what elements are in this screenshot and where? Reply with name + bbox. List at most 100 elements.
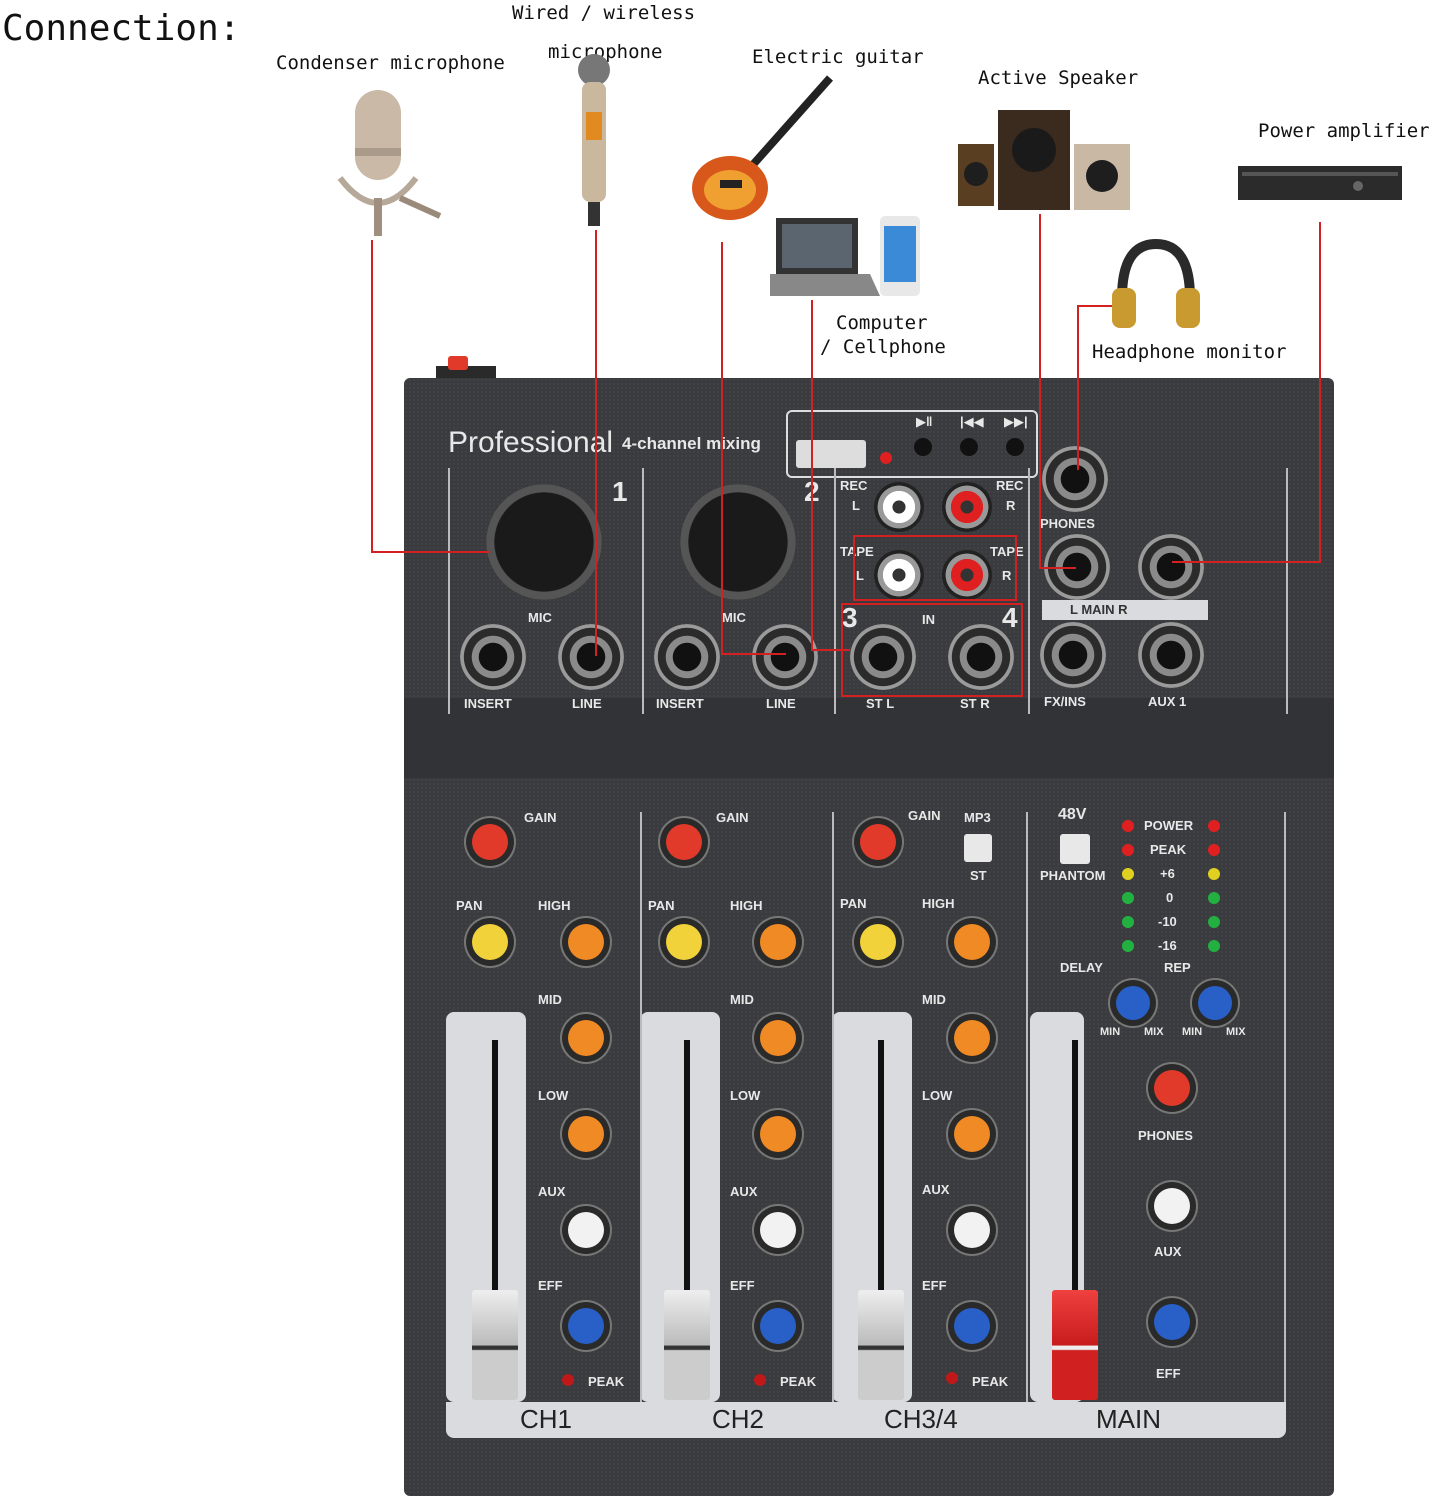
ch1-gain-knob[interactable] — [472, 824, 508, 860]
delay-knob[interactable] — [1116, 986, 1150, 1020]
fx-ins-jack[interactable] — [1040, 622, 1106, 688]
ch1-label: CH1 — [520, 1404, 573, 1434]
ch34-mid-knob[interactable] — [954, 1020, 990, 1056]
st-r-jack[interactable] — [948, 624, 1014, 690]
label-wireless-mic-2: microphone — [548, 41, 663, 63]
tape-l-label: TAPE — [840, 544, 874, 559]
ch2-line-jack[interactable] — [752, 624, 818, 690]
ch1-low-knob[interactable] — [568, 1116, 604, 1152]
laptop-phone-icon — [770, 216, 920, 296]
ch1-insert-jack[interactable] — [460, 624, 526, 690]
ch2-mid-label: MID — [730, 992, 754, 1007]
ch2-fader-track — [684, 1040, 690, 1360]
power-led-l — [1122, 820, 1134, 832]
ch34-aux-knob[interactable] — [954, 1212, 990, 1248]
meter-16-led-r — [1208, 940, 1220, 952]
peak-led-l — [1122, 844, 1134, 856]
aux1-label: AUX 1 — [1148, 694, 1187, 709]
ch1-fader[interactable] — [472, 1290, 518, 1400]
aux-master-knob[interactable] — [1154, 1188, 1190, 1224]
ch34-gain-knob[interactable] — [860, 824, 896, 860]
power-button[interactable] — [448, 356, 468, 370]
brand-label: Professional — [448, 426, 614, 459]
ch2-pan-label: PAN — [648, 898, 675, 913]
ch1-eff-knob[interactable] — [568, 1308, 604, 1344]
phones-jack[interactable] — [1042, 446, 1108, 512]
eff-master-knob[interactable] — [1154, 1304, 1190, 1340]
ch2-insert-label: INSERT — [656, 696, 704, 711]
ch2-fader[interactable] — [664, 1290, 710, 1400]
rec-l-rca[interactable] — [874, 482, 924, 532]
label-computer-2: / Cellphone — [820, 336, 946, 358]
rec-r-rca[interactable] — [942, 482, 992, 532]
rec-l-side: L — [852, 498, 860, 513]
ch1-aux-label: AUX — [538, 1184, 566, 1199]
ch2-mid-knob[interactable] — [760, 1020, 796, 1056]
label-amplifier: Power amplifier — [1258, 120, 1430, 142]
ch2-gain-knob[interactable] — [666, 824, 702, 860]
ch34-high-label: HIGH — [922, 896, 955, 911]
rec-r-side: R — [1006, 498, 1016, 513]
mp3-st-button[interactable] — [964, 834, 992, 862]
ch1-peak-led — [562, 1374, 574, 1386]
ch-number-2: 2 — [804, 476, 820, 507]
usb-port[interactable] — [796, 440, 866, 468]
main-r-jack[interactable] — [1138, 534, 1204, 600]
ch2-pan-knob[interactable] — [666, 924, 702, 960]
ch34-low-label: LOW — [922, 1088, 953, 1103]
ch1-mic-label: MIC — [528, 610, 552, 625]
ch34-low-knob[interactable] — [954, 1116, 990, 1152]
phones-level-label: PHONES — [1138, 1128, 1193, 1143]
ch2-high-knob[interactable] — [760, 924, 796, 960]
tape-l-rca[interactable] — [874, 550, 924, 600]
aux-master-label: AUX — [1154, 1244, 1182, 1259]
mp3-label: MP3 — [964, 810, 991, 825]
brand-subtitle: 4-channel mixing — [622, 434, 761, 453]
ch1-line-jack[interactable] — [558, 624, 624, 690]
ch2-aux-knob[interactable] — [760, 1212, 796, 1248]
meter-peak-label: PEAK — [1150, 842, 1187, 857]
aux1-jack[interactable] — [1138, 622, 1204, 688]
ch34-pan-knob[interactable] — [860, 924, 896, 960]
active-speaker-icon — [958, 110, 1130, 210]
mixer-panel: Professional 4-channel mixing ▶‖ |◀◀ ▶▶|… — [404, 356, 1334, 1496]
meter-6-label: +6 — [1160, 866, 1175, 881]
ch1-xlr-input[interactable] — [486, 484, 602, 600]
meter-0-led-r — [1208, 892, 1220, 904]
prev-button[interactable] — [960, 438, 978, 456]
tape-l-side: L — [856, 568, 864, 583]
electric-guitar-icon — [692, 75, 833, 220]
ch34-high-knob[interactable] — [954, 924, 990, 960]
ch-number-1: 1 — [612, 476, 628, 507]
main-lr-label: L MAIN R — [1070, 602, 1128, 617]
rep-knob[interactable] — [1198, 986, 1232, 1020]
ch34-fader[interactable] — [858, 1290, 904, 1400]
tape-r-side: R — [1002, 568, 1012, 583]
ch1-pan-knob[interactable] — [472, 924, 508, 960]
tape-r-rca[interactable] — [942, 550, 992, 600]
main-label: MAIN — [1096, 1404, 1161, 1434]
meter-10-led-l — [1122, 916, 1134, 928]
ch2-line-label: LINE — [766, 696, 796, 711]
ch1-mid-knob[interactable] — [568, 1020, 604, 1056]
phantom-power-button[interactable] — [1060, 834, 1090, 864]
next-button[interactable] — [1006, 438, 1024, 456]
ch1-high-knob[interactable] — [568, 924, 604, 960]
st-l-jack[interactable] — [850, 624, 916, 690]
delay-label: DELAY — [1060, 960, 1103, 975]
phones-level-knob[interactable] — [1154, 1070, 1190, 1106]
main-l-jack[interactable] — [1044, 534, 1110, 600]
ch2-insert-jack[interactable] — [654, 624, 720, 690]
meter-10-label: -10 — [1158, 914, 1177, 929]
play-pause-button[interactable] — [914, 438, 932, 456]
ch1-aux-knob[interactable] — [568, 1212, 604, 1248]
ch2-low-knob[interactable] — [760, 1116, 796, 1152]
ch2-eff-knob[interactable] — [760, 1308, 796, 1344]
tape-r-label: TAPE — [990, 544, 1024, 559]
meter-0-led-l — [1122, 892, 1134, 904]
peak-led-r — [1208, 844, 1220, 856]
main-fader[interactable] — [1052, 1290, 1098, 1400]
ch2-xlr-input[interactable] — [680, 484, 796, 600]
ch34-eff-knob[interactable] — [954, 1308, 990, 1344]
power-led-r — [1208, 820, 1220, 832]
